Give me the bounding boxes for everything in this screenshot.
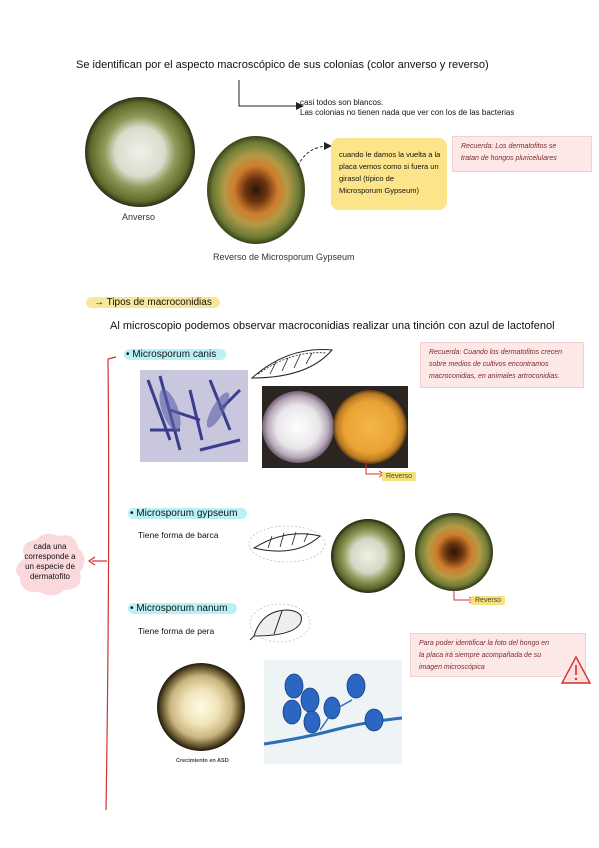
anverso-plate-image [85,97,195,207]
gypseum-anverso-image [331,519,405,593]
warning-triangle-icon [560,655,592,684]
section-heading: → Tipos de macroconidias [86,297,220,308]
bracket-line [87,356,117,811]
reverso-plate-image [207,136,305,244]
gypseum-shape-text: Tiene forma de barca [138,530,219,540]
gypseum-reverso-image [415,513,493,591]
canis-plates-image [262,386,408,468]
gypseum-macroconidia-sketch [248,525,326,563]
dashed-arrow-icon [297,142,332,167]
note-line-1: casi todos son blancos. [300,98,384,107]
warning-note: Para poder identificar la foto del hongo… [410,633,586,677]
nanum-macroconidia-sketch [249,603,311,643]
note-line-2: Las colonias no tienen nada que ver con … [300,108,515,117]
nanum-shape-text: Tiene forma de pera [138,626,215,636]
nanum-colony-image [157,663,245,751]
species-nanum-title: • Microsporum nanum [128,603,238,614]
recuerda-note-2: Recuerda: Cuando los dermatofitos crecen… [420,342,584,388]
nanum-microscope-image [264,660,402,764]
cloud-note-shape [16,533,85,596]
section-intro: Al microscopio podemos observar macrocon… [110,320,555,332]
yellow-note: cuando le damos la vuelta a la placa vem… [331,138,447,210]
reverso-label-2: Reverso [471,596,506,605]
page-title: Se identifican por el aspecto macroscópi… [76,59,489,71]
species-gypseum-title: • Microsporum gypseum [128,508,248,519]
species-canis-title: • Microsporum canis [124,349,227,360]
canis-microscope-image [140,370,248,462]
canis-macroconidia-sketch [250,349,334,379]
pointer-arrow-icon [238,80,304,110]
reverso-caption: Reverso de Microsporum Gypseum [213,252,355,262]
cloud-note: cada una corresponde a un especie de der… [24,542,76,581]
growth-caption: Crecimiento en ASD [176,758,229,764]
recuerda-note-1: Recuerda: Los dermatofitos se tratan de … [452,136,592,172]
anverso-caption: Anverso [122,212,156,222]
reverso-label-1: Reverso [382,472,417,481]
